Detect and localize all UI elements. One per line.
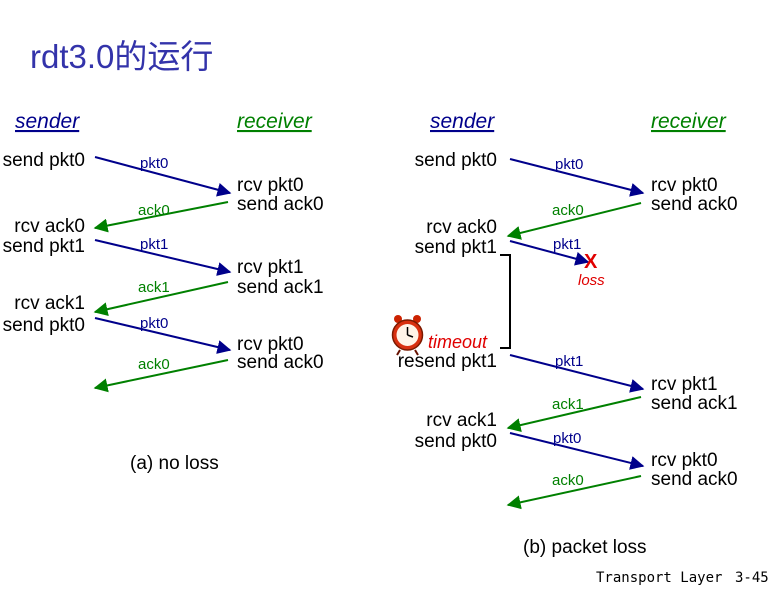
receiver-header: receiver: [237, 110, 313, 133]
page-number: 3-45: [735, 570, 769, 586]
diagram-packet-loss: sender receiver send pkt0 rcv ack0 send …: [391, 110, 738, 558]
msg-label: ack0: [138, 356, 170, 373]
ack-arrow: [93, 201, 229, 233]
receiver-label: rcv pkt1: [237, 257, 304, 278]
ack-arrow: [506, 202, 642, 240]
pkt-arrow: [94, 239, 232, 276]
ack-arrow: [506, 396, 642, 432]
msg-label: ack1: [552, 396, 584, 413]
msg-label: pkt1: [553, 236, 581, 253]
receiver-label: send ack0: [237, 194, 324, 215]
msg-label: pkt1: [555, 353, 583, 370]
pkt-arrow: [509, 158, 645, 197]
caption-b: (b) packet loss: [523, 537, 647, 558]
sender-label: resend pkt1: [398, 351, 497, 372]
receiver-label: send ack0: [651, 469, 738, 490]
receiver-label: send ack0: [651, 194, 738, 215]
footer-text: Transport Layer: [596, 570, 722, 586]
pkt-arrow: [509, 354, 645, 393]
sender-label: send pkt0: [415, 150, 497, 171]
msg-label: ack0: [552, 202, 584, 219]
pkt-arrow: [94, 317, 232, 354]
receiver-label: send ack0: [237, 352, 324, 373]
page-title: rdt3.0的运行: [30, 38, 213, 75]
timeout-label: timeout: [428, 332, 488, 352]
sender-label: rcv ack1: [14, 293, 85, 314]
loss-label: loss: [578, 272, 605, 289]
caption-a: (a) no loss: [130, 453, 219, 474]
msg-label: pkt0: [140, 315, 168, 332]
pkt-arrow: [94, 156, 232, 197]
receiver-label: rcv pkt0: [651, 175, 718, 196]
timeout-bracket: [500, 254, 511, 349]
sender-label: send pkt0: [3, 315, 85, 336]
alarm-clock-icon: [391, 315, 424, 356]
receiver-label: rcv pkt1: [651, 374, 718, 395]
msg-label: ack0: [552, 472, 584, 489]
receiver-header: receiver: [651, 110, 727, 133]
sender-label: send pkt1: [3, 236, 85, 257]
pkt-arrow: [509, 432, 645, 470]
sender-label: rcv ack1: [426, 410, 497, 431]
lost-pkt-arrow: [509, 240, 590, 266]
receiver-label: rcv pkt0: [237, 175, 304, 196]
receiver-label: send ack1: [237, 277, 324, 298]
sender-label: send pkt1: [415, 237, 497, 258]
sender-header: sender: [15, 110, 80, 133]
msg-label: pkt1: [140, 236, 168, 253]
sender-label: rcv ack0: [14, 216, 85, 237]
sender-label: send pkt0: [3, 150, 85, 171]
msg-label: ack0: [138, 202, 170, 219]
ack-arrow: [93, 281, 229, 317]
sender-label: send pkt0: [415, 431, 497, 452]
sender-header: sender: [430, 110, 495, 133]
diagram-no-loss: sender receiver send pkt0 rcv ack0 send …: [3, 110, 324, 474]
receiver-label: rcv pkt0: [237, 334, 304, 355]
receiver-label: send ack1: [651, 393, 738, 414]
loss-x-icon: X: [584, 251, 598, 273]
msg-label: pkt0: [555, 156, 583, 173]
ack-arrow: [93, 359, 229, 393]
msg-label: pkt0: [553, 430, 581, 447]
sender-label: rcv ack0: [426, 217, 497, 238]
msg-label: ack1: [138, 279, 170, 296]
ack-arrow: [506, 475, 642, 510]
msg-label: pkt0: [140, 155, 168, 172]
receiver-label: rcv pkt0: [651, 450, 718, 471]
